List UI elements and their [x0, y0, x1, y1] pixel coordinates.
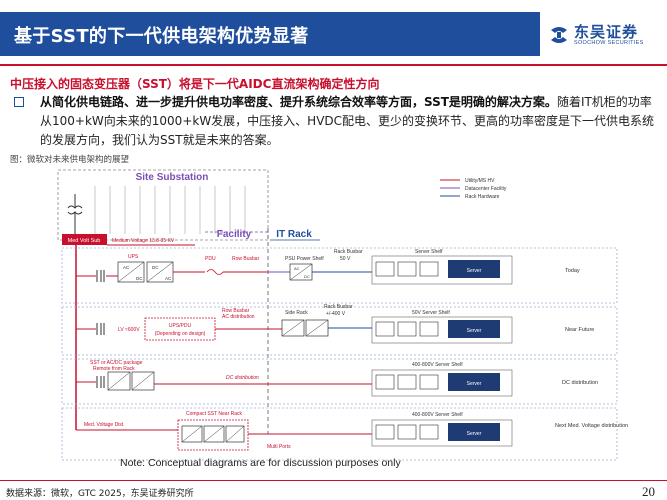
- row1-server-box: [448, 260, 500, 278]
- row3-sst-label: SST or AC/DC package: [90, 360, 143, 366]
- med-volt-sub-box: [62, 234, 107, 245]
- row4-multi-ports-label: Multi Ports: [267, 444, 291, 450]
- medium-voltage-label: Medium Voltage 13.8-35 KV: [112, 238, 175, 244]
- logo-mark-icon: [551, 27, 567, 43]
- row2-transformer-icon: [96, 323, 105, 335]
- row2-400v-label: +/-400 V: [326, 311, 346, 317]
- row2-ac-dist-label: AC distribution: [222, 314, 255, 320]
- site-substation-box: [57, 169, 269, 241]
- row1-transformer-icon: [96, 270, 105, 282]
- legend-rack: Rack Hardware: [465, 194, 500, 200]
- row1-rack-busbar-label: Rack Busbar: [334, 249, 363, 255]
- substation-transformer-icon: [67, 194, 83, 234]
- page-header: 基于SST的下一代供电架构优势显著 东吴证券 SOOCHOW SECURITIE…: [0, 0, 667, 68]
- source-note: 数据来源：微软，GTC 2025，东吴证券研究所: [6, 489, 194, 499]
- row4-server-shelf-label: 400-800V Server Shelf: [412, 412, 463, 418]
- row3-remote-label: Remote from Rack: [93, 366, 135, 372]
- svg-text:AC: AC: [294, 266, 300, 271]
- row-label-near-future: Near Future: [565, 327, 594, 333]
- row1-ups-acdc: [117, 261, 145, 283]
- logo-en-text: SOOCHOW SECURITIES: [574, 40, 644, 46]
- row-next-box: [61, 407, 618, 461]
- row-near-future-box: [61, 306, 618, 356]
- row2-ups-pdu-label: UPS/PDU: [169, 323, 192, 329]
- svg-text:DC: DC: [136, 276, 143, 281]
- legend: Utility/MS HV Datacenter Facility Rack H…: [440, 178, 507, 200]
- med-voltage-dist-label: Med. Voltage Dist.: [84, 422, 125, 428]
- row2-rack-busbar-label: Rack Busbar: [324, 304, 353, 310]
- page-title: 基于SST的下一代供电架构优势显著: [14, 26, 309, 47]
- row2-depending-label: (Depending on design): [155, 331, 206, 337]
- diagram-note: Note: Conceptual diagrams are for discus…: [120, 457, 401, 469]
- it-rack-label: IT Rack: [276, 229, 312, 240]
- title-bar: [0, 12, 540, 56]
- row2-server-shelf-label: 50V Server Shelf: [412, 310, 450, 316]
- row4-server-box: [448, 423, 500, 441]
- facility-label: Facility: [217, 229, 252, 240]
- row3-dc-dist-label: DC distribution: [226, 375, 259, 381]
- header-divider: [0, 64, 667, 66]
- row1-ups-label: UPS: [128, 254, 139, 260]
- row3-server-box: [448, 373, 500, 391]
- logo-cn-text: 东吴证券: [574, 23, 639, 41]
- row1-row-busbar-label: Row Busbar: [232, 256, 260, 262]
- row-today-box: [61, 247, 618, 304]
- row2-row-busbar-label: Row Busbar: [222, 308, 250, 314]
- row-label-today: Today: [565, 268, 580, 274]
- company-logo: 东吴证券 SOOCHOW SECURITIES: [548, 18, 663, 54]
- row1-server-shelf-label: Server Shelf: [415, 249, 443, 255]
- figure-caption: 图：微软对未来供电架构的展望: [10, 155, 130, 165]
- row3-server-shelf-label: 400-800V Server Shelf: [412, 362, 463, 368]
- svg-text:DC: DC: [304, 274, 310, 279]
- bullet-square-icon: [14, 97, 24, 107]
- row4-server-label: Server: [467, 431, 482, 437]
- row1-50v-label: 50 V: [340, 256, 351, 262]
- legend-utility: Utility/MS HV: [465, 178, 495, 184]
- svg-text:AC: AC: [123, 265, 130, 270]
- row2-server-box: [448, 320, 500, 338]
- row1-psu-label: PSU Power Shelf: [285, 256, 324, 262]
- paragraph-rest: 随着IT机柜的功率从100+kW向未来的1000+kW发展，中压接入、HVDC配…: [40, 95, 655, 147]
- section-subtitle: 中压接入的固态变压器（SST）将是下一代AIDC直流架构确定性方向: [10, 77, 380, 91]
- footer-divider: [0, 480, 667, 481]
- substation-lines: [94, 186, 246, 234]
- med-volt-sub-label: Med Volt Sub: [68, 238, 101, 244]
- row2-side-rack-label: Side Rack: [285, 310, 308, 316]
- row-dc-dist-box: [61, 358, 618, 405]
- row-label-next: Next Med. Voltage distribution: [555, 423, 628, 429]
- row3-transformer-icon: [96, 376, 105, 388]
- row-label-dc-dist: DC distribution: [562, 380, 598, 386]
- row1-server-label: Server: [467, 268, 482, 274]
- svg-text:AC: AC: [165, 276, 172, 281]
- row3-server-label: Server: [467, 381, 482, 387]
- site-substation-label: Site Substation: [136, 172, 209, 183]
- paragraph-lead: 从简化供电链路、进一步提升供电功率密度、提升系统综合效率等方面，SST是明确的解…: [40, 95, 557, 109]
- svg-text:DC: DC: [152, 265, 159, 270]
- power-architecture-diagram: Site Substation Utility/MS HV Datacenter…: [57, 169, 628, 469]
- row2-server-label: Server: [467, 328, 482, 334]
- row4-compact-sst-label: Compact SST Near Rack: [186, 411, 243, 417]
- row2-lv-label: LV ≈600V: [118, 327, 140, 333]
- page-number: 20: [642, 484, 655, 499]
- body-paragraph: 从简化供电链路、进一步提升供电功率密度、提升系统综合效率等方面，SST是明确的解…: [40, 93, 658, 150]
- row1-pdu-label: PDU: [205, 256, 216, 262]
- legend-facility: Datacenter Facility: [465, 186, 507, 192]
